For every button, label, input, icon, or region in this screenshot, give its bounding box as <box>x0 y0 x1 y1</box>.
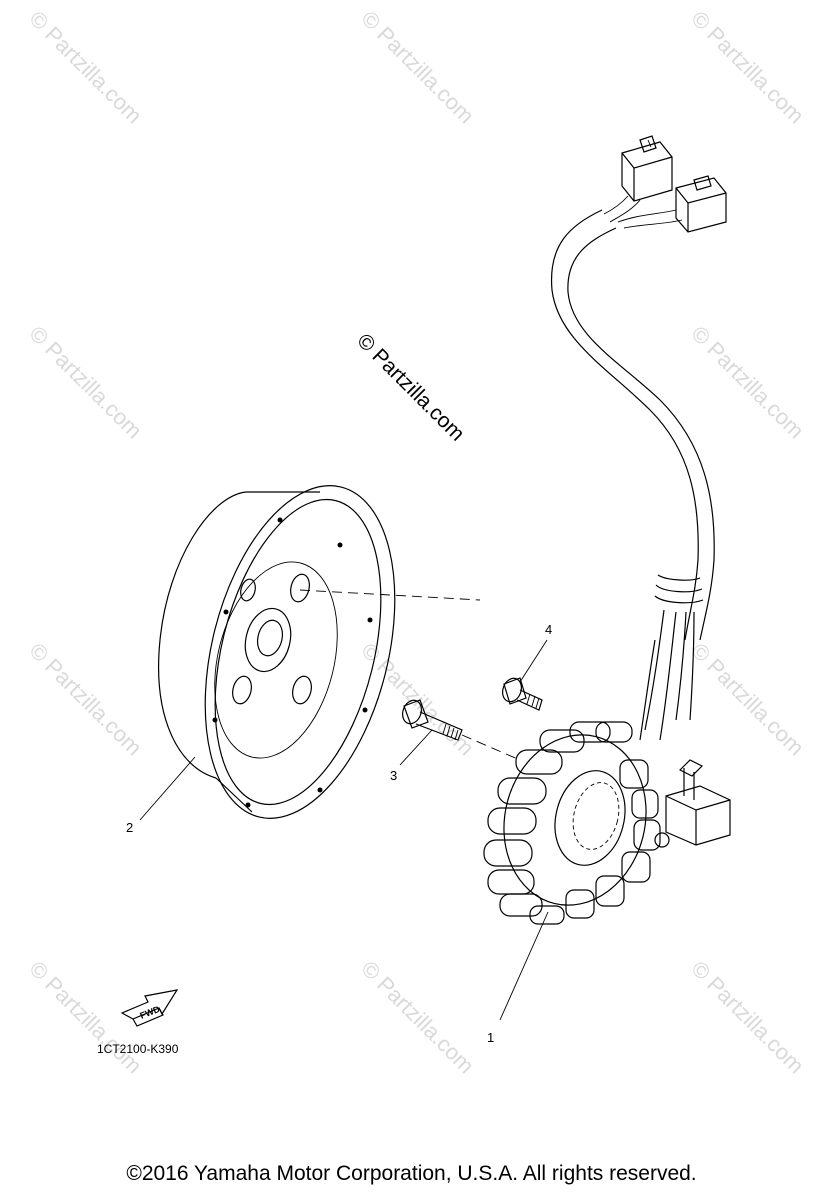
connector-icon <box>675 175 727 233</box>
leader-line <box>399 729 433 766</box>
fwd-arrow-icon: FWD <box>120 989 179 1027</box>
watermark: © Partzilla.com <box>686 956 809 1079</box>
flywheel-rotor <box>158 485 481 819</box>
watermark: © Partzilla.com <box>686 638 809 761</box>
leader-line <box>519 639 548 683</box>
watermark: © Partzilla.com <box>24 638 147 761</box>
diagram-code: 1CT2100-K390 <box>97 1042 179 1056</box>
callout-1: 1 <box>487 1030 494 1045</box>
watermark-main: © Partzilla.com <box>352 329 468 445</box>
copyright-notice: ©2016 Yamaha Motor Corporation, U.S.A. A… <box>126 1162 697 1185</box>
connector-icon <box>621 135 673 202</box>
watermark: © Partzilla.com <box>356 6 479 129</box>
screw-icon <box>501 677 543 711</box>
bolt-icon <box>401 699 521 761</box>
watermark-grid: © Partzilla.com © Partzilla.com © Partzi… <box>24 6 809 1079</box>
leader-line <box>499 911 549 1021</box>
watermark: © Partzilla.com <box>686 321 809 444</box>
callout-3: 3 <box>390 768 397 783</box>
wiring-harness <box>550 135 731 848</box>
callout-2: 2 <box>126 820 133 835</box>
leader-line <box>139 756 196 821</box>
callout-4: 4 <box>545 622 552 637</box>
stator-coil <box>483 721 661 925</box>
watermark: © Partzilla.com <box>24 321 147 444</box>
watermark: © Partzilla.com <box>686 6 809 129</box>
fwd-label: FWD <box>138 1004 161 1021</box>
coil-pole-icon <box>483 721 661 925</box>
watermark: © Partzilla.com <box>24 6 147 129</box>
pickup-coil-icon <box>654 759 731 848</box>
watermark: © Partzilla.com <box>356 956 479 1079</box>
